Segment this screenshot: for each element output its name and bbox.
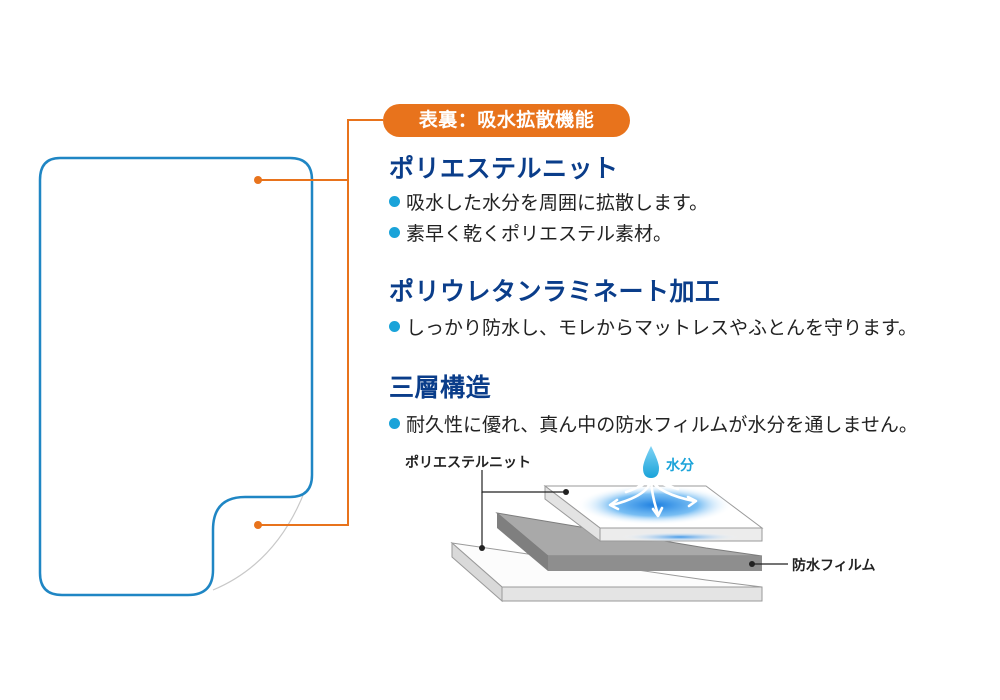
leader-lines [254,119,383,529]
bullet-dot-icon [389,418,400,429]
bullet-dot-icon [389,321,400,332]
feature-badge: 表裏：吸水拡散機能 [383,104,630,137]
layer-middle-film [495,512,763,571]
bullet-text: 素早く乾くポリエステル素材。 [406,223,673,245]
bullet-durable: 耐久性に優れ、真ん中の防水フィルムが水分を通しません。 [389,410,918,437]
bullet-text: 耐久性に優れ、真ん中の防水フィルムが水分を通しません。 [406,414,918,436]
bullet-text: 吸水した水分を周囲に拡散します。 [406,192,709,214]
pad-illustration [38,156,314,597]
spread-arrows-icon [608,478,698,518]
pad-outline [38,156,314,597]
bullet-waterproof: しっかり防水し、モレからマットレスやふとんを守ります。 [389,313,917,340]
heading-polyester-knit: ポリエステルニット [389,154,619,183]
leader-dot-bottom [254,521,262,529]
label-polyester-knit: ポリエステルニット [405,455,531,471]
bullet-dot-icon [389,227,400,238]
label-water: 水分 [666,458,694,474]
bullet-absorb: 吸水した水分を周囲に拡散します。 [389,188,708,215]
water-under-glow [620,532,740,542]
bullet-dot-icon [389,196,400,207]
bullet-text: しっかり防水し、モレからマットレスやふとんを守ります。 [406,317,918,339]
bullet-quick-dry: 素早く乾くポリエステル素材。 [389,219,672,246]
heading-three-layer: 三層構造 [389,373,492,402]
water-drop-icon [643,446,659,478]
layer-diagram [450,446,788,603]
label-waterproof-film: 防水フィルム [792,558,876,574]
layer-bottom-polyester [450,541,763,603]
leader-dot-top [254,176,262,184]
heading-polyurethane-laminate: ポリウレタンラミネート加工 [389,277,721,306]
